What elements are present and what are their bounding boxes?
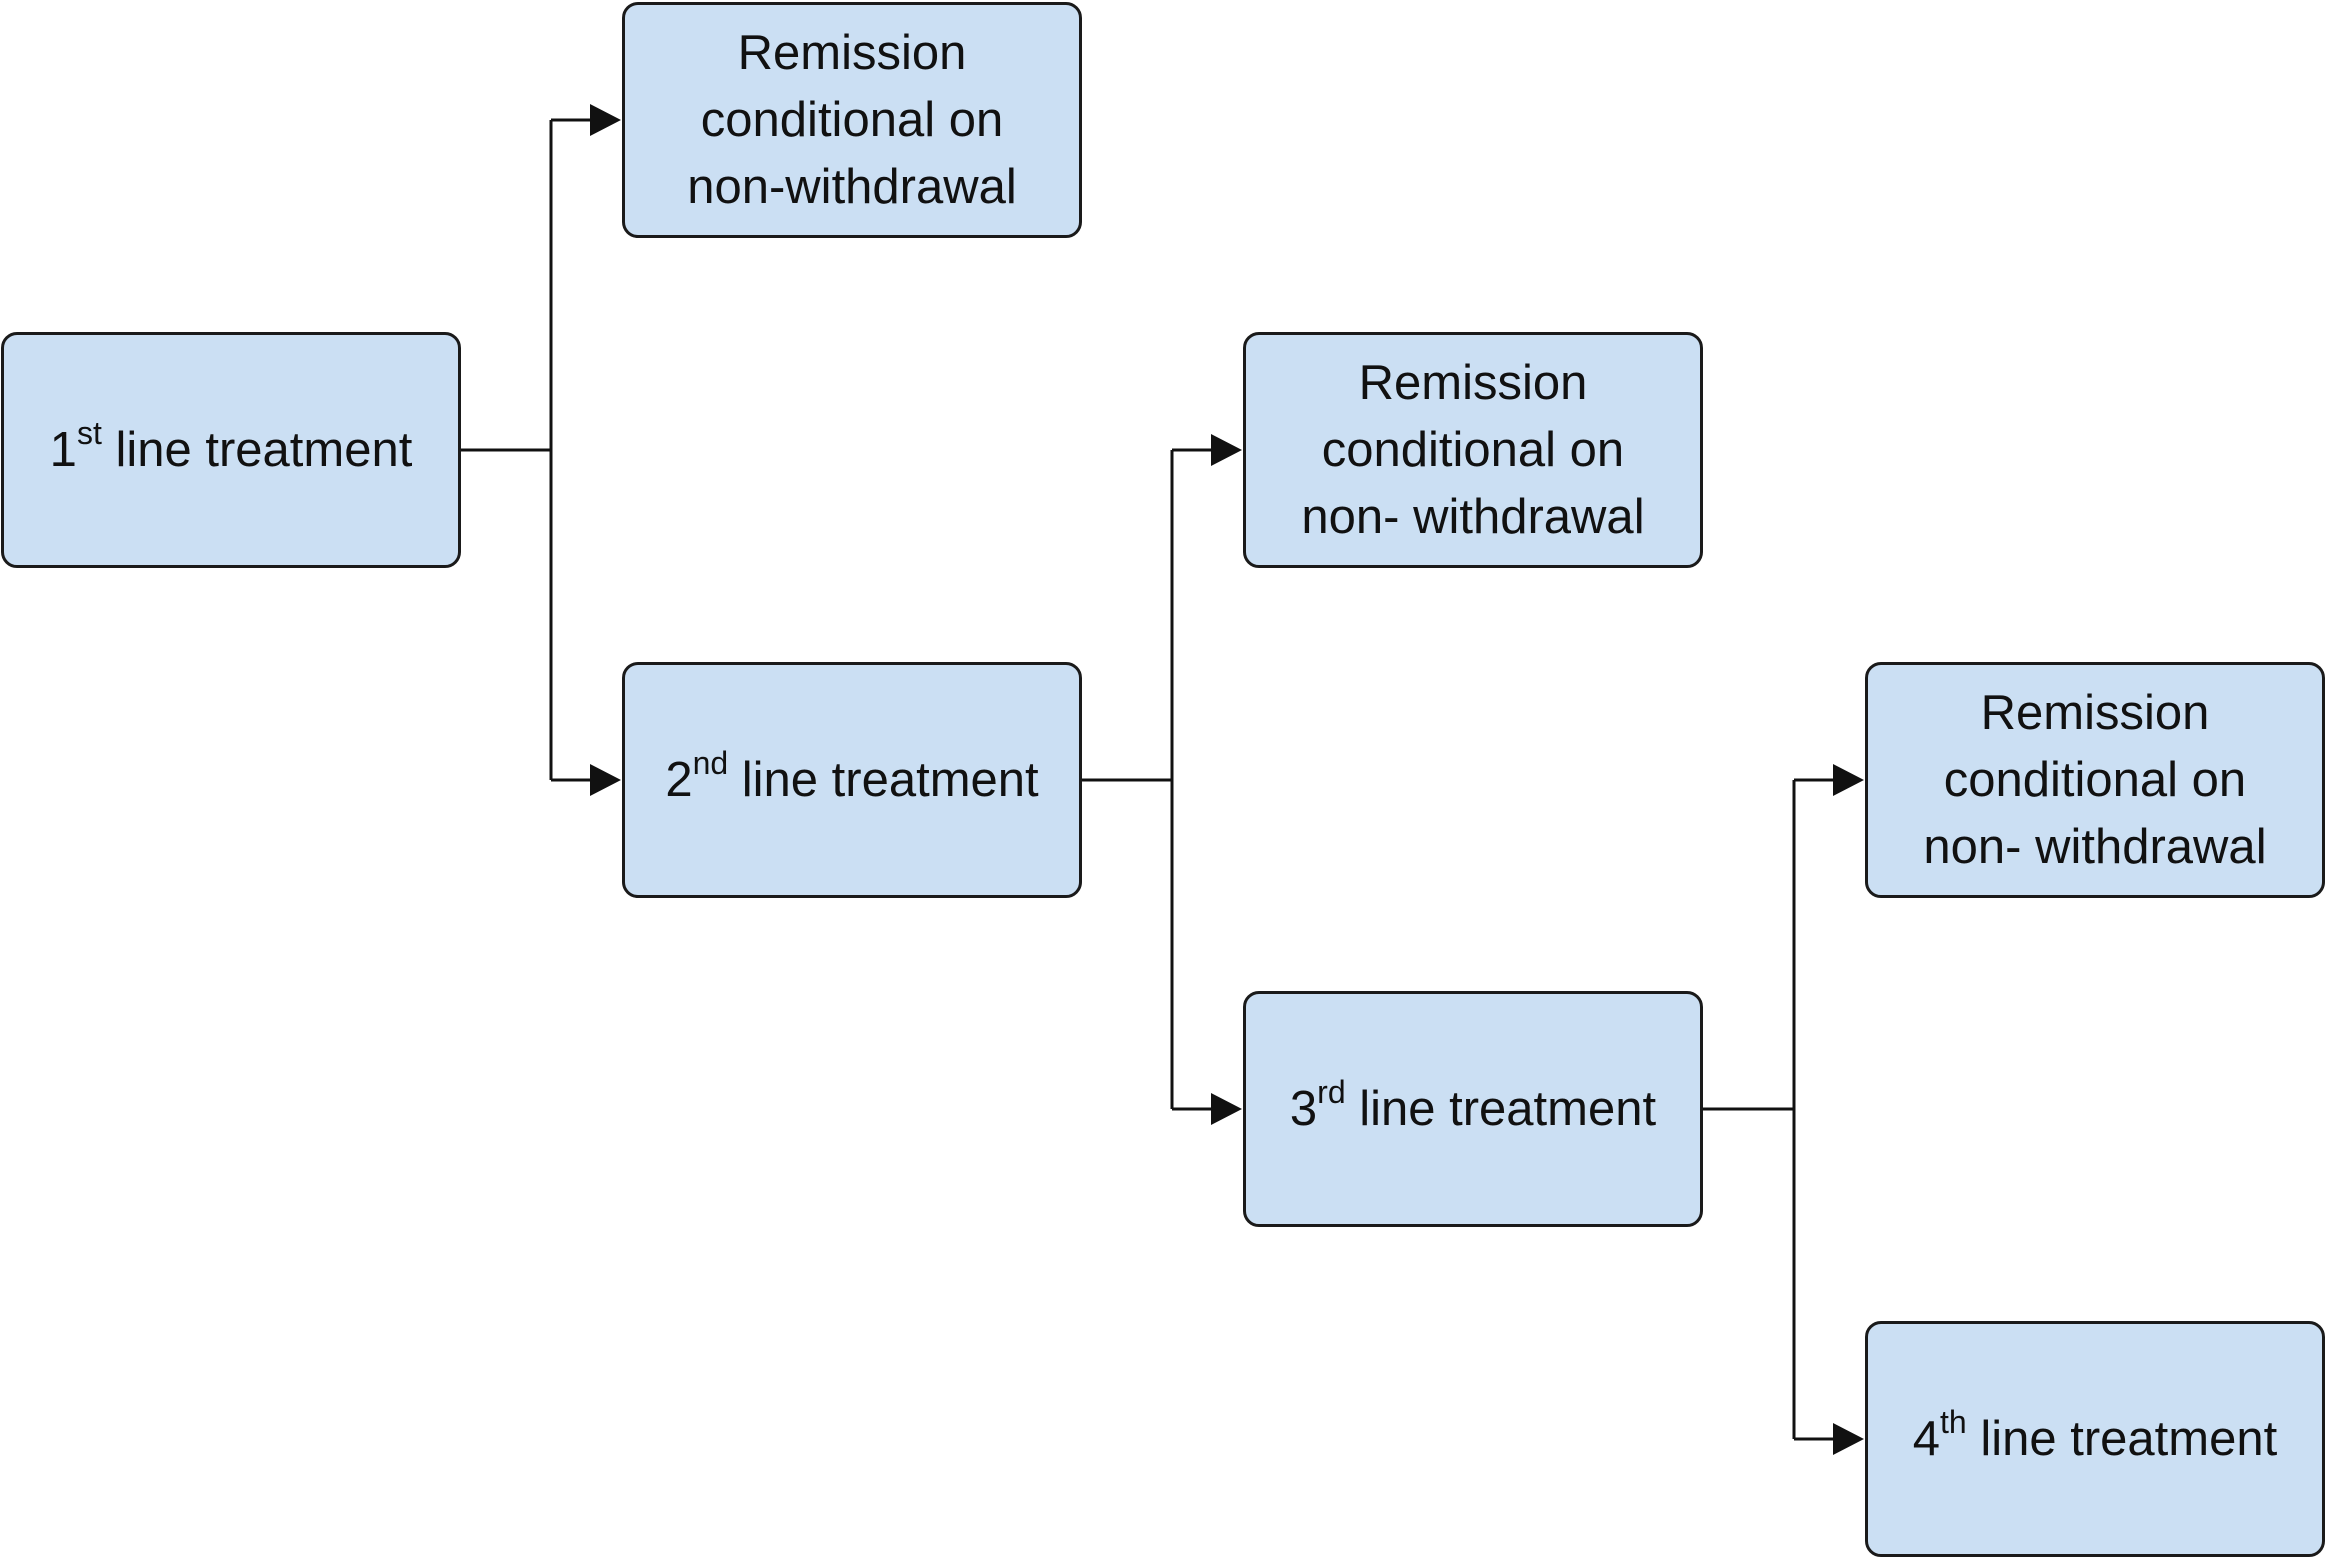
remission-1-line-1: Remission (737, 25, 967, 80)
first-line-number: 1 (49, 422, 77, 477)
remission-1-line-2: conditional on (700, 92, 1004, 147)
first-line-treatment-box: 1st line treatment (1, 332, 461, 568)
fourth-line-ordinal: th (1940, 1404, 1967, 1441)
remission-2-line-2: conditional on (1321, 422, 1625, 477)
third-line-number: 3 (1289, 1081, 1318, 1136)
third-line-text: line treatment (1345, 1081, 1657, 1136)
second-line-text: line treatment (728, 752, 1039, 807)
first-line-text: line treatment (101, 422, 413, 477)
fourth-line-treatment-label: 4th line treatment (1907, 1406, 2283, 1473)
remission-3-line-2: conditional on (1943, 752, 2247, 807)
remission-box-3: Remission conditional on non- withdrawal (1865, 662, 2325, 898)
arrowhead-second-line (590, 764, 621, 796)
remission-3-line-1: Remission (1980, 685, 2210, 740)
third-line-treatment-label: 3rd line treatment (1284, 1076, 1662, 1143)
arrowhead-fourth-line (1833, 1423, 1864, 1455)
remission-3-label: Remission conditional on non- withdrawal (1917, 680, 2272, 881)
arrowhead-remission-1 (590, 104, 621, 136)
second-line-ordinal: nd (692, 745, 729, 782)
remission-1-line-3: non-withdrawal (687, 159, 1017, 214)
fourth-line-treatment-box: 4th line treatment (1865, 1321, 2325, 1557)
remission-2-label: Remission conditional on non- withdrawal (1295, 350, 1650, 551)
arrowhead-remission-2 (1211, 434, 1242, 466)
remission-3-line-3: non- withdrawal (1923, 819, 2267, 874)
remission-2-line-1: Remission (1358, 355, 1588, 410)
third-line-ordinal: rd (1317, 1074, 1346, 1111)
remission-2-line-3: non- withdrawal (1301, 489, 1645, 544)
fourth-line-number: 4 (1912, 1411, 1941, 1466)
remission-1-label: Remission conditional on non-withdrawal (681, 20, 1023, 221)
fourth-line-text: line treatment (1966, 1411, 2278, 1466)
second-line-number: 2 (665, 752, 693, 807)
third-line-treatment-box: 3rd line treatment (1243, 991, 1703, 1227)
second-line-treatment-box: 2nd line treatment (622, 662, 1082, 898)
remission-box-2: Remission conditional on non- withdrawal (1243, 332, 1703, 568)
second-line-treatment-label: 2nd line treatment (659, 747, 1044, 814)
arrowhead-remission-3 (1833, 764, 1864, 796)
first-line-treatment-label: 1st line treatment (44, 417, 419, 484)
remission-box-1: Remission conditional on non-withdrawal (622, 2, 1082, 238)
arrowhead-third-line (1211, 1093, 1242, 1125)
first-line-ordinal: st (76, 415, 102, 452)
